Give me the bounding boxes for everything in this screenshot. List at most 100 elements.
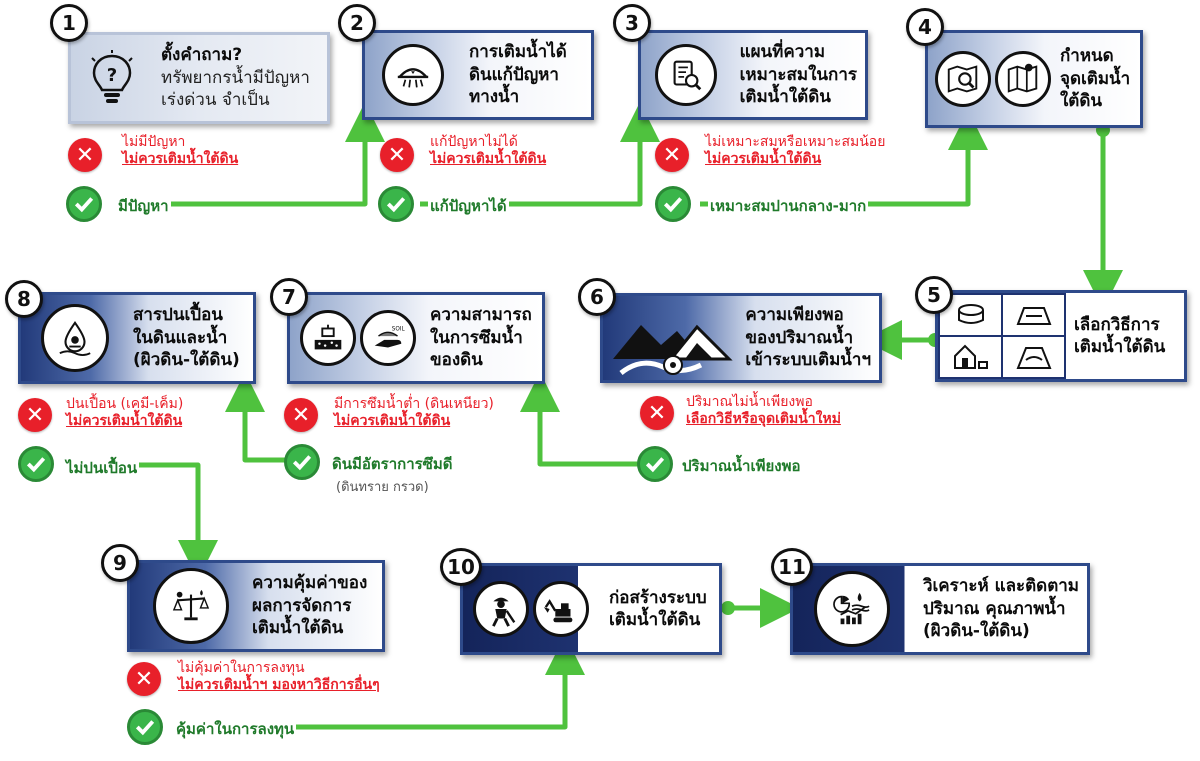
- no-6-text: ปริมาณไม่น้ำเพียงพอ เลือกวิธีหรือจุดเติม…: [686, 394, 841, 428]
- no-9-text: ไม่คุ้มค่าในการลงทุน ไม่ควรเติมน้ำฯ มองห…: [178, 660, 380, 694]
- no-1-result: ไม่ควรเติมน้ำใต้ดิน: [122, 150, 239, 167]
- step-2-line-1: การเติมน้ำได้: [469, 42, 567, 63]
- step-7-box: SOIL ความสามารถ ในการซึมน้ำ ของดิน: [287, 292, 545, 384]
- no-6-x-icon: ✕: [640, 396, 674, 430]
- balance-scale-icon: [153, 568, 229, 644]
- no-6-reason: ปริมาณไม่น้ำเพียงพอ: [686, 394, 813, 410]
- step-10-line-1: ก่อสร้างระบบ: [609, 587, 707, 608]
- map-icon: [995, 51, 1051, 107]
- yes-6-check-icon: [637, 446, 673, 482]
- map-search-icon: [935, 51, 991, 107]
- no-8-result: ไม่ควรเติมน้ำใต้ดิน: [66, 412, 183, 429]
- no-2-text: แก้ปัญหาไม่ได้ ไม่ควรเติมน้ำใต้ดิน: [430, 134, 546, 168]
- no-1-x-icon: ✕: [68, 138, 102, 172]
- no-9-result: ไม่ควรเติมน้ำฯ มองหาวิธีการอื่นๆ: [178, 676, 380, 693]
- recharge-methods-icon: [938, 293, 1066, 379]
- step-1-text: ตั้งคำถาม? ทรัพยากรน้ำมีปัญหา เร่งด่วน จ…: [153, 35, 327, 121]
- chart-water-icon: [813, 571, 890, 647]
- yes-6-label: ปริมาณน้ำเพียงพอ: [680, 454, 803, 478]
- step-7-line-3: ของดิน: [430, 350, 483, 371]
- step-4-line-1: กำหนด: [1060, 46, 1114, 67]
- step-3-number: 3: [613, 4, 651, 42]
- no-3-text: ไม่เหมาะสมหรือเหมาะสมน้อย ไม่ควรเติมน้ำใ…: [705, 134, 885, 168]
- yes-1-check-icon: [66, 186, 102, 222]
- step-9-box: ความคุ้มค่าของ ผลการจัดการ เติมน้ำใต้ดิน: [127, 560, 385, 652]
- step-2-box: การเติมน้ำได้ ดินแก้ปัญหา ทางน้ำ: [362, 30, 594, 120]
- step-2-line-3: ทางน้ำ: [469, 87, 520, 108]
- no-6-result: เลือกวิธีหรือจุดเติมน้ำใหม่: [686, 410, 841, 427]
- yes-3-label: เหมาะสมปานกลาง-มาก: [708, 194, 869, 218]
- step-8-number: 8: [5, 280, 43, 318]
- yes-2-label: แก้ปัญหาได้: [428, 194, 509, 218]
- step-1-line-2: เร่งด่วน จำเป็น: [161, 90, 270, 111]
- step-9-line-3: เติมน้ำใต้ดิน: [252, 618, 344, 639]
- lightbulb-question-icon: ?: [71, 35, 153, 121]
- yes-8-check-icon: [18, 446, 54, 482]
- arrow-6-to-7: [520, 372, 640, 467]
- step-1-line-1: ทรัพยากรน้ำมีปัญหา: [161, 67, 310, 88]
- step-5-box: เลือกวิธีการ เติมน้ำใต้ดิน: [935, 290, 1187, 382]
- connector-dot-10: [721, 601, 735, 615]
- no-7-text: มีการซึมน้ำต่ำ (ดินเหนียว) ไม่ควรเติมน้ำ…: [334, 396, 494, 430]
- step-10-number: 10: [440, 548, 482, 586]
- yes-3-check-icon: [655, 186, 691, 222]
- step-9-number: 9: [101, 544, 139, 582]
- no-9-reason: ไม่คุ้มค่าในการลงทุน: [178, 660, 305, 676]
- step-6-line-1: ความเพียงพอ: [745, 305, 844, 326]
- no-1-text: ไม่มีปัญหา ไม่ควรเติมน้ำใต้ดิน: [122, 134, 238, 168]
- no-2-x-icon: ✕: [380, 138, 414, 172]
- yes-9-label: คุ้มค่าในการลงทุน: [174, 717, 297, 741]
- step-5-number: 5: [915, 276, 953, 314]
- step-3-line-3: เติมน้ำใต้ดิน: [739, 87, 831, 108]
- soil-infiltration-icon: [300, 310, 356, 366]
- step-11-line-2: ปริมาณ คุณภาพน้ำ: [922, 598, 1066, 619]
- step-4-line-3: ใต้ดิน: [1060, 91, 1103, 112]
- no-3-result: ไม่ควรเติมน้ำใต้ดิน: [705, 150, 822, 167]
- step-11-line-3: (ผิวดิน-ใต้ดิน): [922, 621, 1030, 642]
- step-9-line-1: ความคุ้มค่าของ: [252, 573, 368, 594]
- no-1-reason: ไม่มีปัญหา: [122, 134, 186, 150]
- yes-8-label: ไม่ปนเปื้อน: [64, 456, 140, 480]
- step-6-line-2: ของปริมาณน้ำ: [745, 327, 854, 348]
- step-6-number: 6: [578, 278, 616, 316]
- step-9-line-2: ผลการจัดการ: [252, 595, 352, 616]
- no-8-text: ปนเปื้อน (เคมี-เค็ม) ไม่ควรเติมน้ำใต้ดิน: [66, 396, 183, 430]
- step-11-number: 11: [771, 548, 813, 586]
- step-5-line-1: เลือกวิธีการ: [1074, 314, 1160, 335]
- step-11-box: วิเคราะห์ และติดตาม ปริมาณ คุณภาพน้ำ (ผิ…: [790, 563, 1090, 655]
- soil-tag: SOIL: [392, 326, 406, 332]
- step-7-line-1: ความสามารถ: [430, 305, 532, 326]
- yes-9-check-icon: [127, 709, 163, 745]
- yes-1-label: มีปัญหา: [116, 194, 171, 218]
- step-3-line-1: แผนที่ความ: [739, 42, 826, 63]
- no-3-x-icon: ✕: [655, 138, 689, 172]
- water-dome-icon: [382, 44, 444, 106]
- step-1-box: ? ตั้งคำถาม? ทรัพยากรน้ำมีปัญหา เร่งด่วน…: [68, 32, 330, 124]
- step-8-line-3: (ผิวดิน-ใต้ดิน): [133, 350, 240, 371]
- landscape-water-icon: [603, 296, 743, 380]
- step-8-box: สารปนเปื้อน ในดินและน้ำ (ผิวดิน-ใต้ดิน): [18, 292, 256, 384]
- step-4-number: 4: [906, 8, 944, 46]
- soil-hand-icon: SOIL: [360, 310, 416, 366]
- step-4-box: กำหนด จุดเติมน้ำ ใต้ดิน: [925, 30, 1143, 128]
- step-8-line-1: สารปนเปื้อน: [133, 305, 223, 326]
- step-1-number: 1: [50, 4, 88, 42]
- no-7-reason: มีการซึมน้ำต่ำ (ดินเหนียว): [334, 396, 494, 412]
- yes-7-check-icon: [284, 444, 320, 480]
- excavator-icon: [533, 581, 589, 637]
- contamination-icon: [41, 304, 109, 372]
- step-2-line-2: ดินแก้ปัญหา: [469, 64, 559, 85]
- document-search-icon: [655, 44, 718, 106]
- step-1-title: ตั้งคำถาม?: [161, 45, 243, 66]
- step-11-line-1: วิเคราะห์ และติดตาม: [922, 576, 1079, 597]
- yes-7-note: (ดินทราย กรวด): [336, 480, 429, 495]
- step-6-line-3: เข้าระบบเติมน้ำฯ: [745, 350, 871, 371]
- step-3-line-2: เหมาะสมในการ: [739, 64, 857, 85]
- step-6-box: ความเพียงพอ ของปริมาณน้ำ เข้าระบบเติมน้ำ…: [600, 293, 882, 383]
- no-8-reason: ปนเปื้อน (เคมี-เค็ม): [66, 396, 184, 412]
- yes-7-label: ดินมีอัตราการซึมดี: [330, 452, 455, 476]
- step-10-line-2: เติมน้ำใต้ดิน: [609, 610, 701, 630]
- no-8-x-icon: ✕: [18, 398, 52, 432]
- no-2-reason: แก้ปัญหาไม่ได้: [430, 134, 518, 150]
